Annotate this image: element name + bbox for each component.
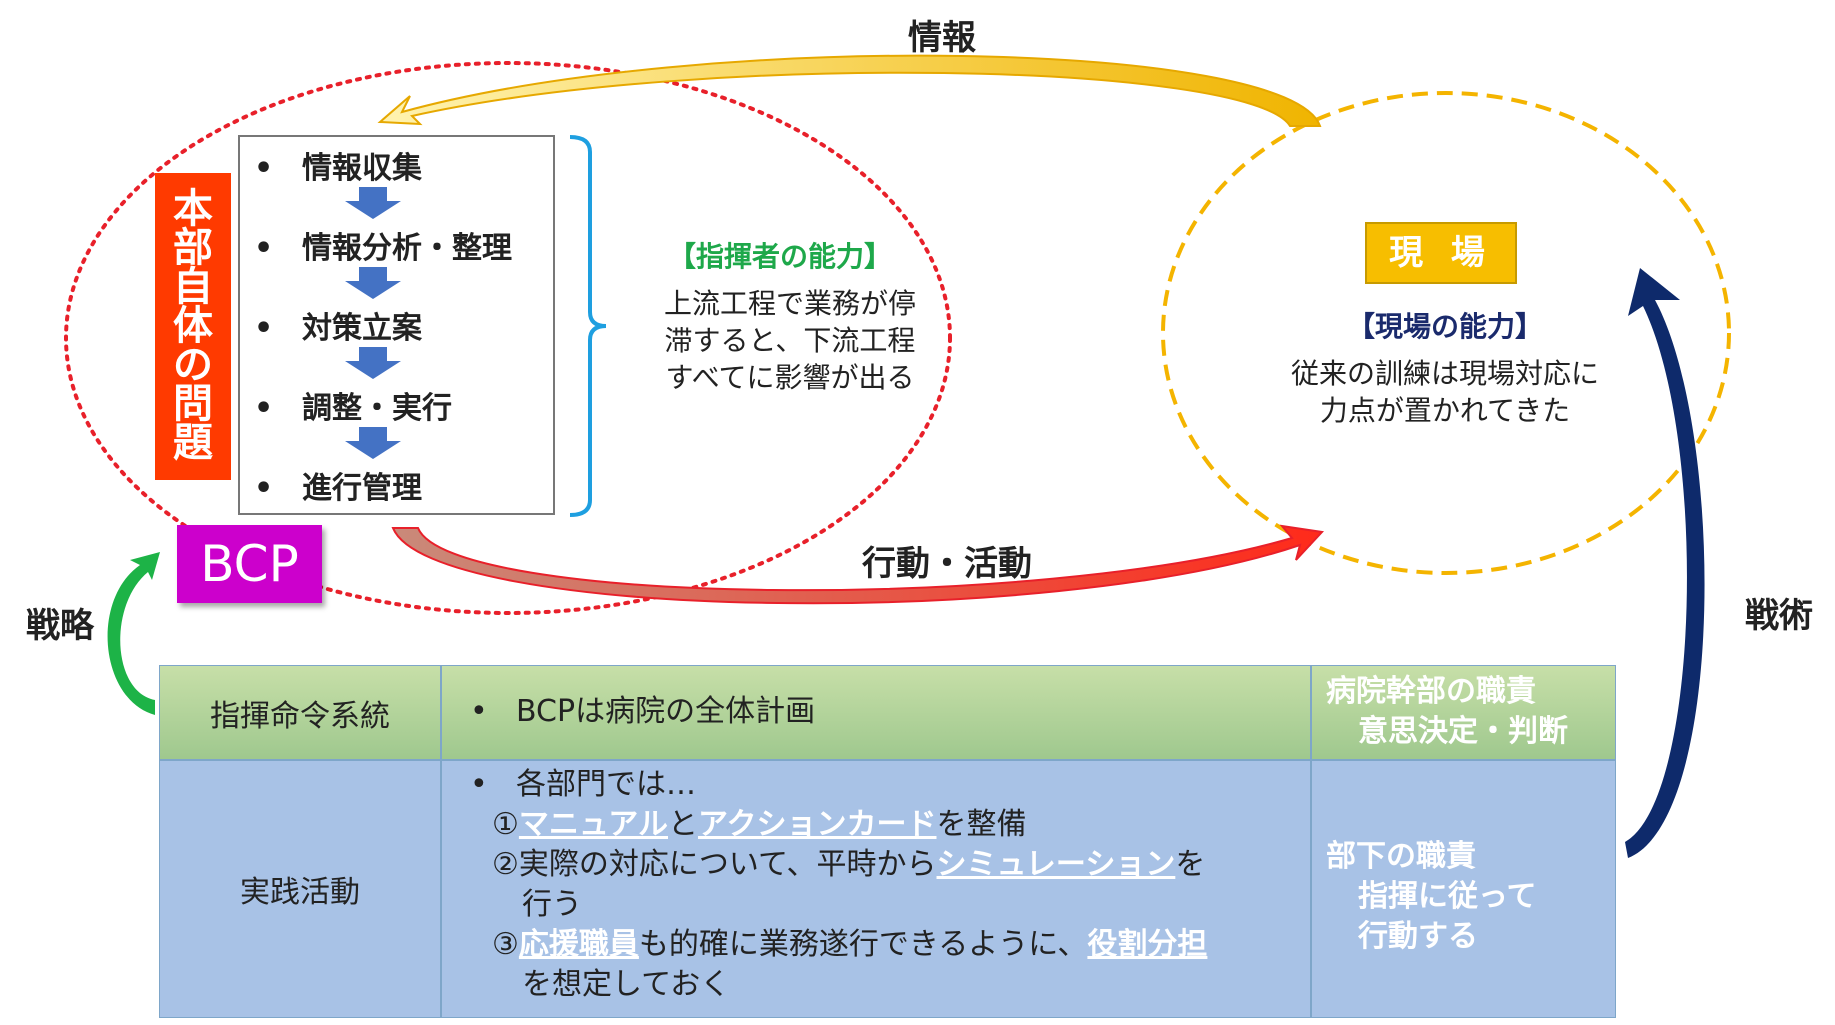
item-number: ① <box>492 807 519 842</box>
down-arrow-icon <box>345 347 401 379</box>
flow-item-label: 調整・実行 <box>302 391 452 426</box>
row-content-command: • BCPは病院の全体計画 <box>441 665 1311 760</box>
bullet: • <box>254 151 274 186</box>
honbu-char: 自 <box>173 264 213 310</box>
info-label: 情報 <box>908 18 976 58</box>
flow-item-label: 進行管理 <box>302 471 422 506</box>
item-number: ③ <box>492 927 519 962</box>
duty-line: 指揮に従って <box>1358 879 1537 914</box>
process-flow-box: • 情報収集 • 情報分析・整理 • 対策立案 • 調整・実行 • 進行管理 <box>238 135 555 515</box>
duty-line: 病院幹部の職責 <box>1326 674 1536 709</box>
flow-item: • 調整・実行 <box>254 383 452 427</box>
practice-intro: • 各部門では… <box>470 765 1207 805</box>
genba-ability-desc: 従来の訓練は現場対応に 力点が置かれてきた <box>1275 355 1615 429</box>
row-label-practice: 実践活動 <box>159 760 441 1018</box>
flow-item: • 進行管理 <box>254 463 422 507</box>
item-text: と <box>668 807 699 842</box>
row-content-practice: • 各部門では… ①マニュアルとアクションカードを整備 ②実際の対応について、平時… <box>441 760 1311 1018</box>
honbu-char: 部 <box>173 225 213 271</box>
flow-item-label: 情報分析・整理 <box>302 231 512 266</box>
keyword-action-card: アクションカード <box>698 807 937 842</box>
keyword-simulation: シミュレーション <box>936 847 1176 882</box>
flow-item-label: 対策立案 <box>302 311 422 346</box>
desc-line: すべてに影響が出る <box>665 361 915 394</box>
item-text: を想定しておく <box>522 967 731 1002</box>
item-text: 行う <box>522 887 582 922</box>
honbu-char: 問 <box>173 381 213 427</box>
duty-line: 部下の職責 <box>1326 839 1476 874</box>
bullet: • <box>470 694 488 729</box>
duty-line: 意思決定・判断 <box>1358 714 1568 749</box>
practice-item-3: ③応援職員も的確に業務遂行できるように、役割分担 <box>470 925 1207 965</box>
flow-item-label: 情報収集 <box>302 151 422 186</box>
down-arrow-icon <box>345 427 401 459</box>
action-label: 行動・活動 <box>862 544 1032 584</box>
duty-line: 行動する <box>1358 919 1478 954</box>
desc-line: 滞すると、下流工程 <box>664 324 916 357</box>
item-text: 実際の対応について、平時から <box>518 847 937 882</box>
desc-line: 上流工程で業務が停 <box>663 287 916 320</box>
flow-item: • 情報収集 <box>254 143 422 187</box>
action-arrow <box>391 524 1325 605</box>
command-content: BCPは病院の全体計画 <box>516 694 816 729</box>
item-text: を <box>1175 847 1206 882</box>
bullet: • <box>470 767 488 802</box>
executive-duty: 病院幹部の職責 意思決定・判断 <box>1326 672 1568 752</box>
bcp-badge: BCP <box>177 525 322 603</box>
honbu-char: 体 <box>173 303 213 349</box>
commander-ability-desc: 上流工程で業務が停 滞すると、下流工程 すべてに影響が出る <box>630 285 950 396</box>
practice-item-2: ②実際の対応について、平時からシミュレーションを <box>470 845 1207 885</box>
honbu-ellipse <box>64 61 952 615</box>
honbu-char: 題 <box>173 420 213 466</box>
genba-ability-title: 【現場の能力】 <box>1346 310 1543 343</box>
row-duty-practice: 部下の職責 指揮に従って 行動する <box>1311 760 1616 1018</box>
down-arrow-icon <box>345 187 401 219</box>
tactics-arrow <box>1625 268 1705 858</box>
down-arrow-icon <box>345 267 401 299</box>
strategy-arrow <box>107 552 160 715</box>
row-duty-command: 病院幹部の職責 意思決定・判断 <box>1311 665 1616 760</box>
bullet: • <box>254 311 274 346</box>
item-number: ② <box>492 847 519 882</box>
info-arrow <box>377 54 1322 127</box>
bcp-table: 指揮命令系統 • BCPは病院の全体計画 病院幹部の職責 意思決定・判断 実践活動… <box>159 665 1616 1018</box>
flow-item: • 対策立案 <box>254 303 422 347</box>
subordinate-duty: 部下の職責 指揮に従って 行動する <box>1326 837 1537 957</box>
keyword-role-sharing: 役割分担 <box>1087 927 1208 962</box>
item-text: も的確に業務遂行できるように、 <box>638 927 1088 962</box>
intro-text: 各部門では… <box>516 767 696 802</box>
strategy-label: 戦略 <box>26 606 94 646</box>
item-text: を整備 <box>936 807 1027 842</box>
commander-ability-title: 【指揮者の能力】 <box>667 240 892 273</box>
honbu-problem-label: 本 部 自 体 の 問 題 <box>155 173 231 480</box>
desc-line: 従来の訓練は現場対応に <box>1290 357 1599 390</box>
tactics-label: 戦術 <box>1745 596 1813 636</box>
row-label-command: 指揮命令系統 <box>159 665 441 760</box>
keyword-manual: マニュアル <box>518 807 669 842</box>
bullet: • <box>254 391 274 426</box>
flow-bracket <box>569 135 607 517</box>
desc-line: 力点が置かれてきた <box>1319 394 1571 427</box>
practice-item-1: ①マニュアルとアクションカードを整備 <box>470 805 1207 845</box>
genba-circle <box>1161 91 1731 575</box>
genba-badge: 現 場 <box>1365 222 1517 284</box>
bullet: • <box>254 231 274 266</box>
flow-item: • 情報分析・整理 <box>254 223 512 267</box>
bullet: • <box>254 471 274 506</box>
honbu-char: の <box>173 342 213 388</box>
keyword-support-staff: 応援職員 <box>518 927 639 962</box>
honbu-char: 本 <box>173 186 213 232</box>
